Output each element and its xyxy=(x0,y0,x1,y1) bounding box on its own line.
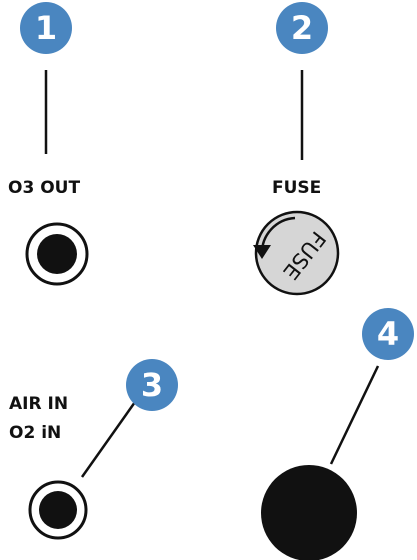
fuse-label: FUSE xyxy=(272,178,321,198)
badge-1 xyxy=(20,2,72,54)
badge-number-2: 2 xyxy=(291,9,313,47)
leader-line-3 xyxy=(80,401,137,478)
o3-out-port[interactable] xyxy=(25,222,89,286)
badge-4 xyxy=(362,308,414,360)
badge-3 xyxy=(126,359,178,411)
o3-out-port-hole xyxy=(37,234,77,274)
callout-1: 1 xyxy=(20,2,72,154)
fuse-holder[interactable]: FUSE xyxy=(253,210,340,296)
callout-2: 2 xyxy=(276,2,328,160)
o2-in-label: O2 iN xyxy=(9,423,61,443)
large-port-hole xyxy=(261,465,357,560)
air-in-label: AIR IN xyxy=(9,394,68,414)
air-o2-in-port[interactable] xyxy=(28,480,88,540)
fuse-cap xyxy=(254,210,340,296)
large-port[interactable] xyxy=(261,465,357,560)
callout-4: 4 xyxy=(329,308,414,465)
rotate-arrow-icon xyxy=(253,216,296,259)
o3-out-label: O3 OUT xyxy=(8,178,80,198)
badge-2 xyxy=(276,2,328,54)
air-o2-in-port-hole xyxy=(39,491,77,529)
callout-3: 3 xyxy=(80,359,178,478)
badge-number-4: 4 xyxy=(377,315,399,353)
badge-number-1: 1 xyxy=(35,9,57,47)
badge-number-3: 3 xyxy=(141,366,163,404)
leader-line-4 xyxy=(329,365,380,465)
